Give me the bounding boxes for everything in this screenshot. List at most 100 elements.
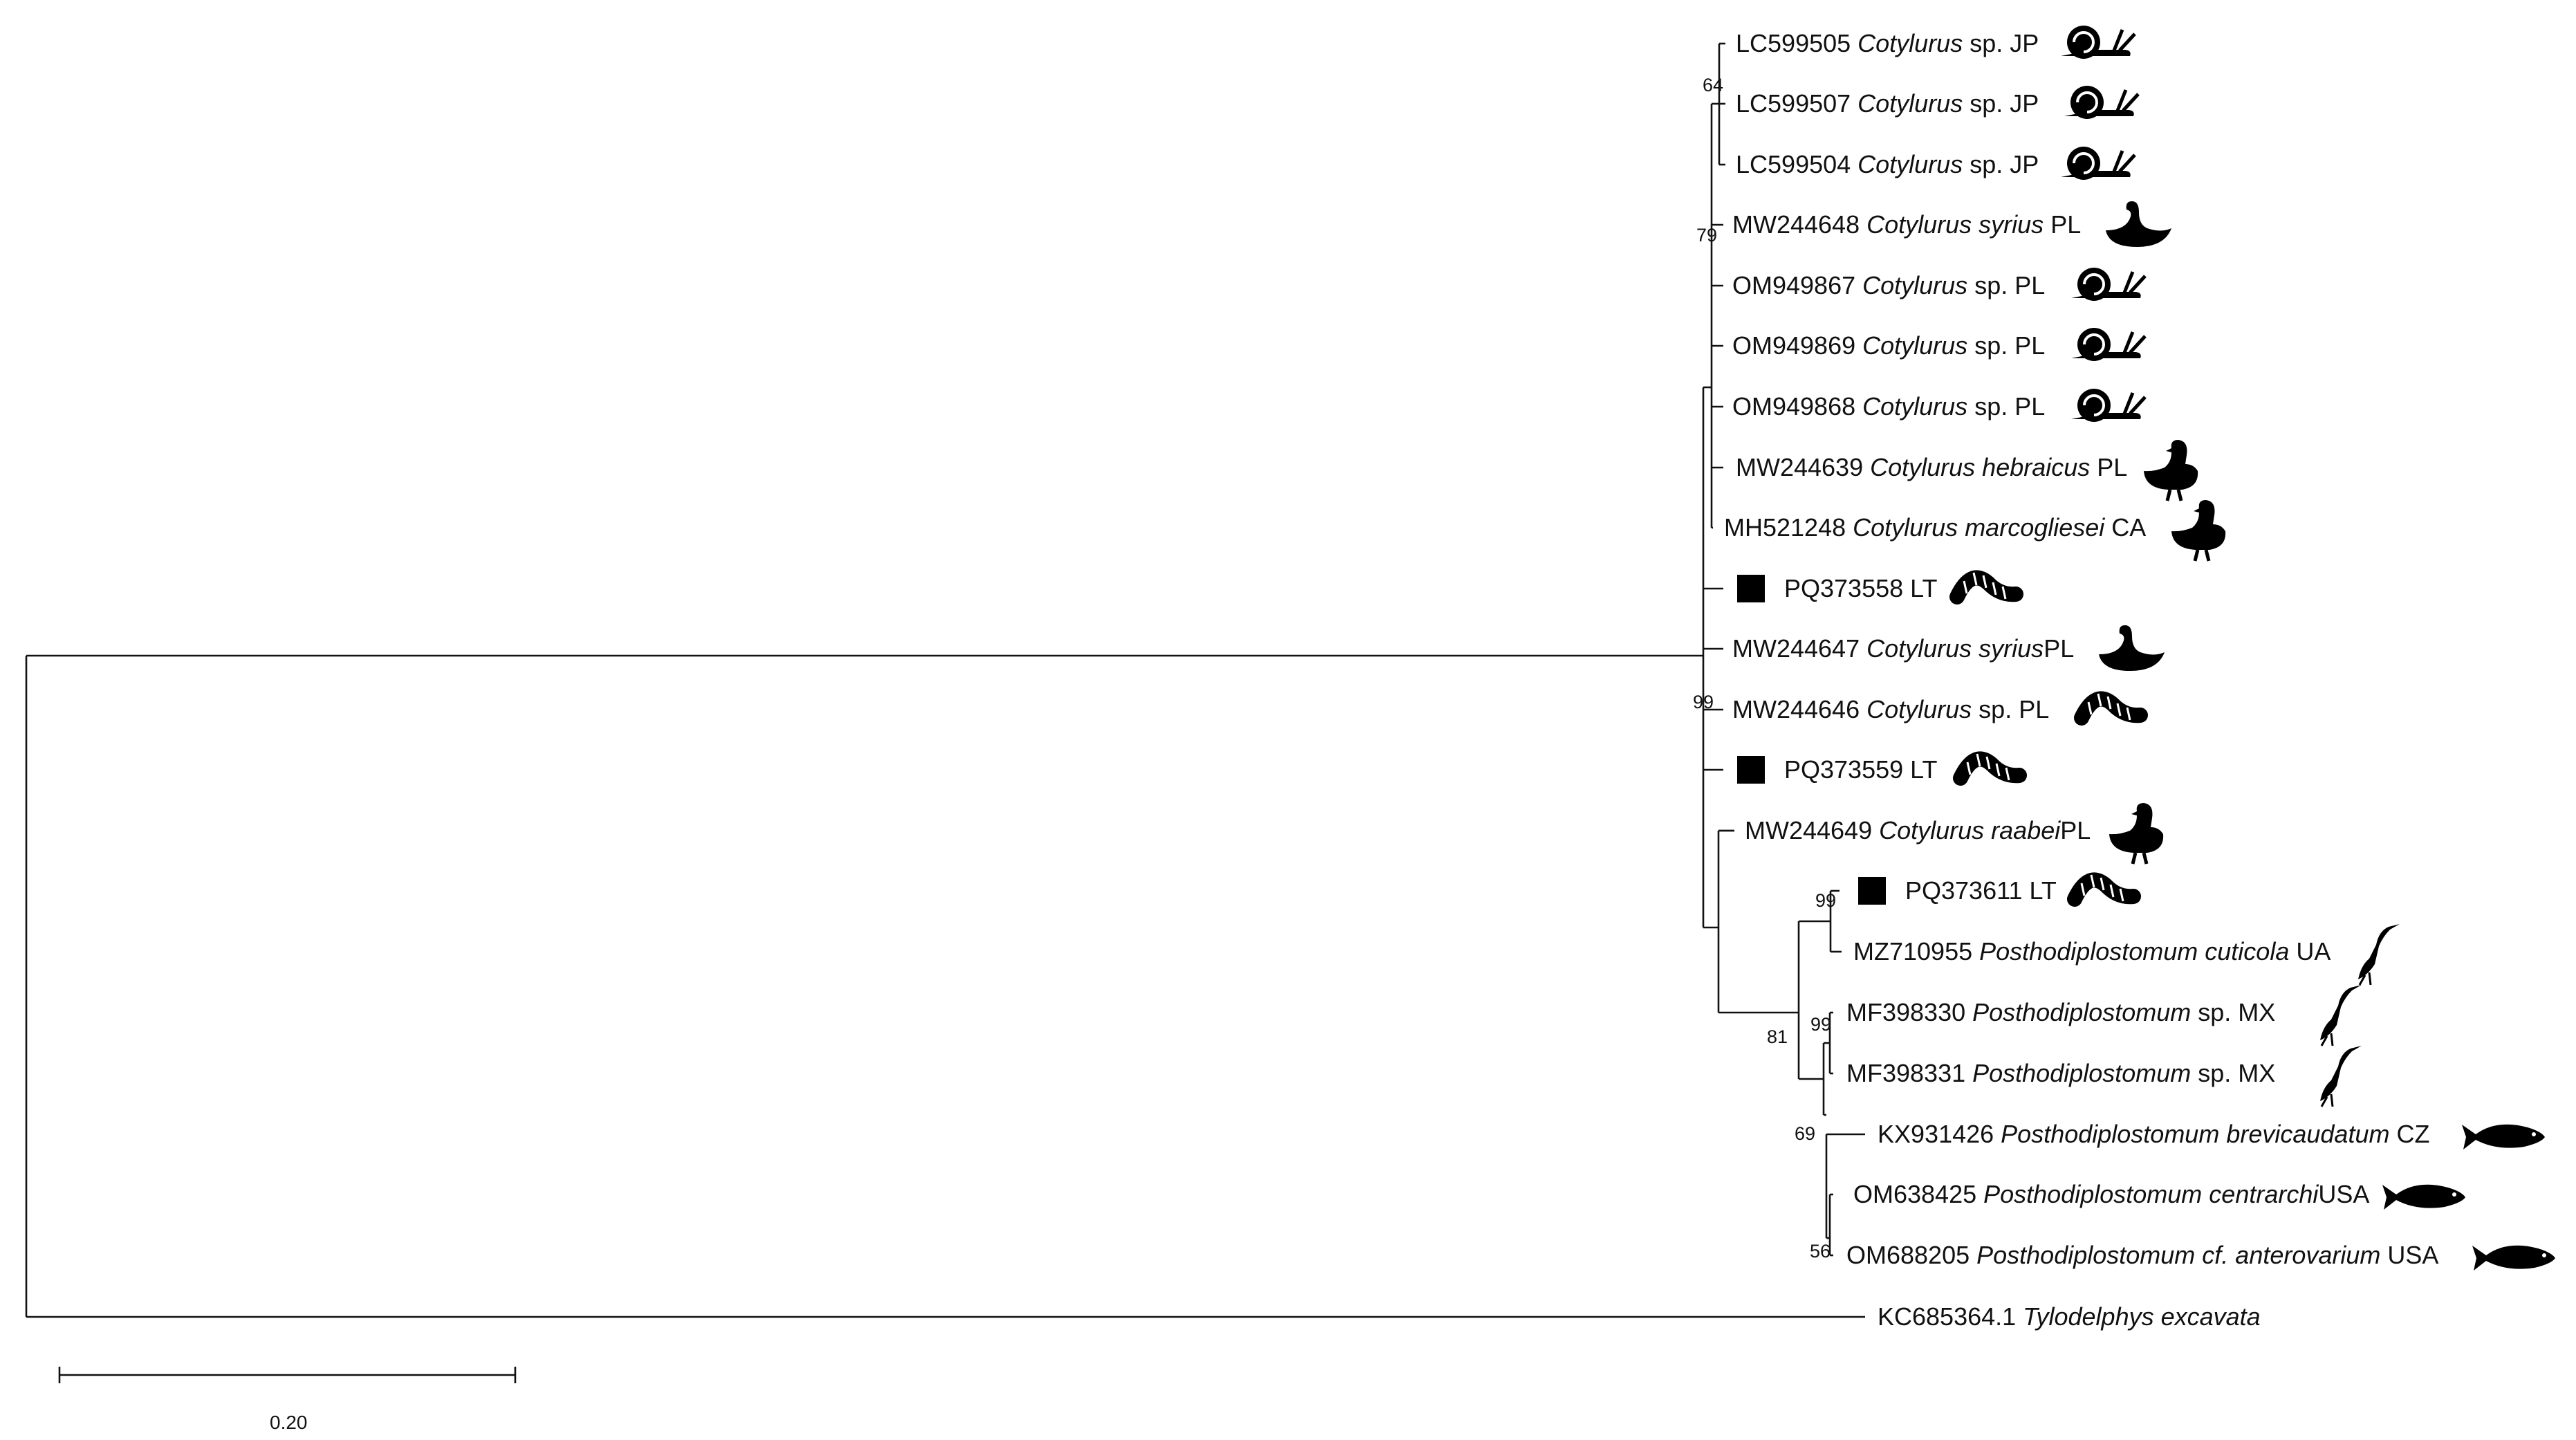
- taxon-locality: LT: [1903, 574, 1937, 602]
- taxon-locality: sp. JP: [1963, 89, 2039, 118]
- taxon-epithet: syrius: [1972, 210, 2044, 239]
- leech-icon: [2074, 691, 2148, 726]
- bootstrap-value: 99: [1815, 890, 1836, 911]
- taxon-label: MF398330 Posthodiplostomum sp. MX: [1846, 998, 2275, 1026]
- taxon-genus: Cotylurus: [1879, 816, 1984, 844]
- taxon-genus: Cotylurus: [1857, 150, 1963, 178]
- taxon-epithet: hebraicus: [1975, 453, 2090, 481]
- taxon-accession: MW244649: [1745, 816, 1879, 844]
- scale-bar: 0.20: [58, 1367, 517, 1433]
- taxon-label: OM949868 Cotylurus sp. PL: [1732, 392, 2045, 421]
- taxon-accession: LC599505: [1736, 29, 1857, 57]
- taxon-locality: CA: [2104, 513, 2146, 542]
- duck-icon: [2144, 440, 2198, 501]
- taxon-accession: MW244639: [1736, 453, 1870, 481]
- taxon-locality: sp. PL: [1967, 392, 2045, 421]
- taxon-accession: KC685364.1: [1878, 1302, 2023, 1331]
- taxon-epithet: excavata: [2154, 1302, 2261, 1331]
- taxon-label: KC685364.1 Tylodelphys excavata: [1878, 1302, 2261, 1331]
- study-sample-marker: [1737, 756, 1765, 784]
- snail-icon: [2071, 268, 2147, 301]
- taxon-genus: Cotylurus: [1853, 513, 1958, 542]
- fish-icon: [2382, 1184, 2465, 1210]
- taxon-genus: Cotylurus: [1862, 331, 1967, 360]
- taxon-label: MW244639 Cotylurus hebraicus PL: [1736, 453, 2127, 481]
- taxon-locality: sp. PL: [1967, 271, 2045, 299]
- snail-icon: [2071, 328, 2147, 361]
- duck-icon: [2109, 803, 2164, 865]
- scale-bar-label: 0.20: [270, 1412, 308, 1433]
- leech-icon: [2067, 872, 2141, 907]
- taxon-genus: Posthodiplostomum: [1972, 1059, 2191, 1087]
- snail-icon: [2061, 26, 2136, 59]
- taxon-accession: MW244647: [1732, 634, 1866, 663]
- taxon-accession: MZ710955: [1853, 937, 1979, 966]
- taxon-label: OM688205 Posthodiplostomum cf. anterovar…: [1846, 1241, 2438, 1269]
- taxon-label: PQ373611 LT: [1905, 876, 2057, 905]
- taxon-accession: MF398330: [1846, 998, 1972, 1026]
- taxon-accession: PQ373558: [1784, 574, 1903, 602]
- taxon-genus: Cotylurus: [1870, 453, 1975, 481]
- taxon-locality: PL: [2090, 453, 2127, 481]
- taxon-accession: OM638425: [1853, 1180, 1983, 1208]
- heron-icon: [2358, 924, 2400, 986]
- heron-icon: [2320, 985, 2362, 1046]
- taxon-label: MH521248 Cotylurus marcogliesei CA: [1724, 513, 2146, 542]
- taxon-genus: Posthodiplostomum: [1972, 998, 2191, 1026]
- bootstrap-value: 56: [1810, 1241, 1831, 1262]
- taxon-genus: Cotylurus: [1857, 29, 1963, 57]
- taxon-label: OM949869 Cotylurus sp. PL: [1732, 331, 2045, 360]
- taxon-genus: Cotylurus: [1866, 634, 1972, 663]
- bootstrap-value: 64: [1703, 75, 1723, 95]
- taxon-label: MW244646 Cotylurus sp. PL: [1732, 695, 2049, 723]
- taxon-locality: LT: [2022, 876, 2056, 905]
- taxon-epithet: brevicaudatum: [2219, 1120, 2389, 1148]
- taxon-label: LC599504 Cotylurus sp. JP: [1736, 150, 2039, 178]
- taxon-accession: KX931426: [1878, 1120, 2001, 1148]
- taxon-locality: sp. JP: [1963, 29, 2039, 57]
- taxon-epithet: centrarchi: [2202, 1180, 2319, 1208]
- taxon-accession: LC599504: [1736, 150, 1857, 178]
- bootstrap-value: 81: [1767, 1026, 1788, 1047]
- leech-icon: [1953, 751, 2027, 786]
- taxon-accession: OM949867: [1732, 271, 1862, 299]
- taxon-label: MW244647 Cotylurus syriusPL: [1732, 634, 2074, 663]
- taxon-accession: PQ373611: [1905, 876, 2022, 905]
- swan-icon: [2099, 625, 2165, 671]
- taxon-locality: sp. MX: [2191, 1059, 2275, 1087]
- study-sample-marker: [1737, 575, 1765, 602]
- taxon-accession: PQ373559: [1784, 755, 1903, 784]
- taxon-label: KX931426 Posthodiplostomum brevicaudatum…: [1878, 1120, 2429, 1148]
- taxon-locality: LT: [1903, 755, 1937, 784]
- taxon-label: OM638425 Posthodiplostomum centrarchiUSA: [1853, 1180, 2369, 1208]
- bootstrap-value: 79: [1696, 225, 1717, 246]
- snail-icon: [2071, 389, 2147, 422]
- bootstrap-value: 69: [1795, 1123, 1815, 1144]
- taxon-label: PQ373558 LT: [1784, 574, 1938, 602]
- taxon-genus: Posthodiplostomum: [1979, 937, 2198, 966]
- taxon-label: PQ373559 LT: [1784, 755, 1938, 784]
- taxon-accession: OM949868: [1732, 392, 1862, 421]
- bootstrap-value: 99: [1693, 692, 1714, 712]
- taxon-accession: MW244648: [1732, 210, 1866, 239]
- taxon-accession: LC599507: [1736, 89, 1857, 118]
- study-sample-marker: [1858, 877, 1886, 905]
- fish-icon: [2462, 1124, 2545, 1150]
- taxon-epithet: cf. anterovarium: [2195, 1241, 2380, 1269]
- tree-branches: [25, 42, 1865, 1318]
- taxon-epithet: cuticola: [2198, 937, 2289, 966]
- taxon-locality: PL: [2060, 816, 2091, 844]
- taxon-locality: USA: [2380, 1241, 2438, 1269]
- taxon-accession: MW244646: [1732, 695, 1866, 723]
- taxon-label: LC599505 Cotylurus sp. JP: [1736, 29, 2039, 57]
- taxon-locality: PL: [2044, 210, 2081, 239]
- taxon-genus: Cotylurus: [1862, 271, 1967, 299]
- taxon-genus: Cotylurus: [1866, 210, 1972, 239]
- taxon-label: LC599507 Cotylurus sp. JP: [1736, 89, 2039, 118]
- taxon-epithet: marcogliesei: [1958, 513, 2105, 542]
- bootstrap-values: 64 79 99 99 99 81 69 56: [1693, 75, 1836, 1262]
- taxon-genus: Posthodiplostomum: [1976, 1241, 2195, 1269]
- snail-icon: [2064, 86, 2140, 119]
- taxon-locality: sp. MX: [2191, 998, 2275, 1026]
